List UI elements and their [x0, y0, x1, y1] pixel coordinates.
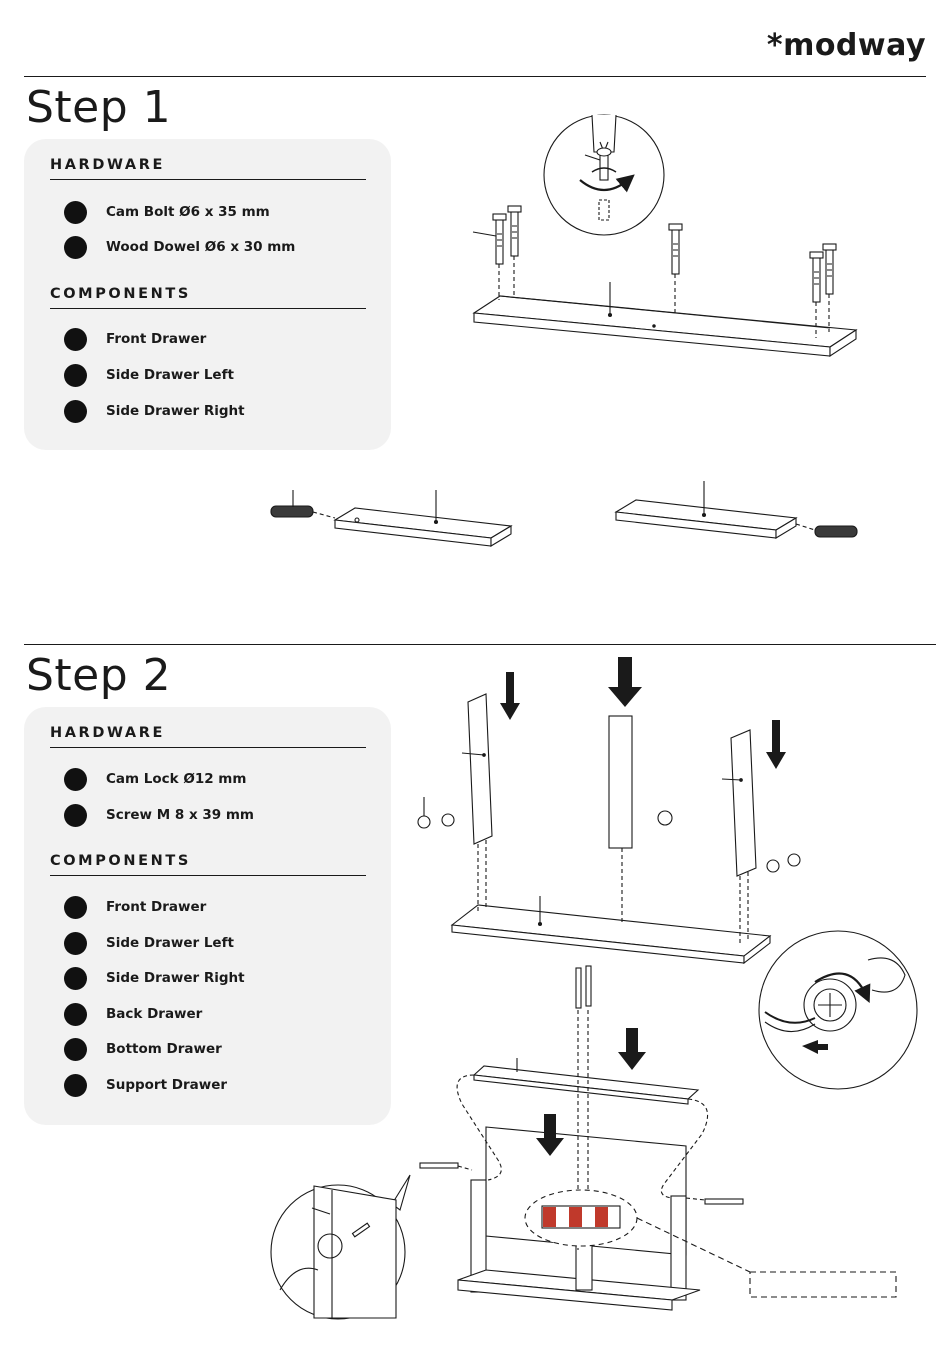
side-drawer-left-board — [335, 490, 511, 546]
insertion-guide-line — [313, 512, 335, 518]
insertion-guide-line — [686, 1198, 705, 1200]
cam-bolt-icon — [493, 206, 836, 302]
step2-top-support-board — [474, 1058, 698, 1104]
warning-label-callout-box — [750, 1272, 896, 1297]
step2-side-panel-right — [722, 730, 756, 876]
insertion-guide-line — [796, 524, 815, 530]
step2-bottom-board — [452, 896, 770, 963]
warning-label — [525, 1190, 637, 1246]
insertion-guide-line — [458, 1166, 472, 1170]
step2-side-panel-left — [462, 694, 492, 844]
step2-front-panel — [609, 716, 632, 848]
step1-detail-magnifier — [544, 115, 664, 235]
step2-cam-lock-magnifier — [759, 931, 917, 1089]
step2-screw-magnifier — [271, 1175, 410, 1319]
callout-line — [473, 232, 496, 236]
step1-front-drawer-board — [474, 282, 856, 356]
side-drawer-right-board — [616, 481, 796, 538]
